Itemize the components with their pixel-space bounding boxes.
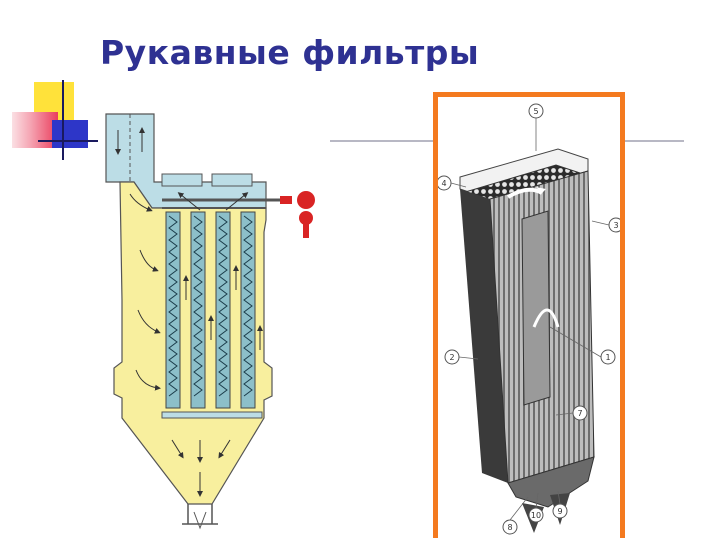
callout-4: 4: [441, 179, 446, 188]
decor-horizontal-line-left: [38, 140, 98, 142]
filter-bags: [165, 211, 256, 409]
isometric-drawing: 5 4 3 2 1 7 8 10 9: [438, 103, 620, 535]
callout-leaders: [450, 118, 610, 521]
callout-1: 1: [605, 353, 610, 362]
decor-blue-square: [52, 120, 88, 148]
bag-filter-isometric-view: 5 4 3 2 1 7 8 10 9: [433, 92, 625, 538]
slide-title: Рукавные фильтры: [100, 33, 480, 72]
decor-red-square: [12, 112, 58, 148]
bag-filter-cross-section: [100, 100, 328, 540]
callout-labels: 5 4 3 2 1 7 8 10 9: [441, 107, 618, 532]
callout-8: 8: [507, 523, 512, 532]
callout-3: 3: [613, 221, 618, 230]
pulse-valve: [280, 191, 315, 238]
callout-5: 5: [533, 107, 538, 116]
callout-2: 2: [449, 353, 454, 362]
callout-markers: [438, 103, 620, 535]
callout-7: 7: [577, 409, 582, 418]
callout-10: 10: [531, 511, 541, 520]
flow-arrows: [115, 127, 263, 497]
callout-9: 9: [557, 507, 562, 516]
cross-section-drawing: [105, 113, 315, 530]
decor-vertical-line: [62, 80, 64, 160]
